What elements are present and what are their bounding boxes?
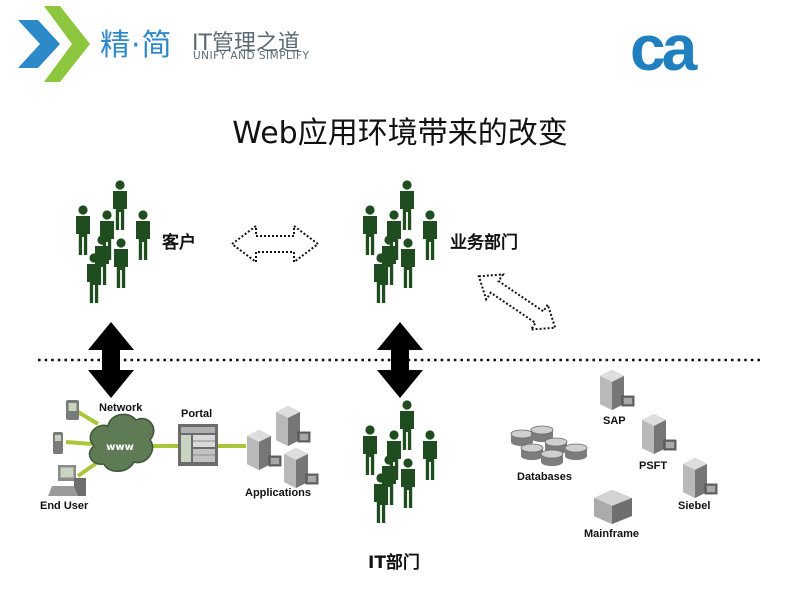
portal-label: Portal <box>181 408 213 420</box>
customers-label: 客户 <box>162 233 196 253</box>
sap-server-icon <box>599 369 635 411</box>
brand-tagline-cn: IT管理之道 <box>192 31 300 56</box>
databases-icon <box>510 425 588 467</box>
double-arrow-diagonal-icon <box>477 273 557 331</box>
psft-label: PSFT <box>639 460 668 472</box>
pda-icon <box>66 400 79 420</box>
phone-icon <box>53 432 63 454</box>
ca-logo: ca <box>628 12 708 84</box>
customers-people-icon <box>76 180 150 303</box>
it-people-icon <box>363 400 437 523</box>
applications-label: Applications <box>245 487 312 499</box>
psft-server-icon <box>641 413 677 455</box>
it-dept-label: IT部门 <box>368 553 420 573</box>
brand-tagline-en: UNIFY AND SIMPLIFY <box>193 50 310 62</box>
page-title: Web应用环境带来的改变 <box>232 116 568 151</box>
business-people-icon <box>363 180 437 303</box>
mainframe-icon <box>594 490 632 524</box>
portal-window-icon <box>178 424 218 466</box>
siebel-label: Siebel <box>678 500 711 512</box>
brand-chinese-name: 精·简 <box>100 28 173 63</box>
svg-text:www: www <box>106 442 134 453</box>
chevron-logo-icon <box>18 6 90 82</box>
siebel-server-icon <box>682 457 718 499</box>
mainframe-label: Mainframe <box>584 528 640 540</box>
ca-logo-icon: ca <box>630 12 702 84</box>
internet-cloud-icon: www <box>88 413 155 472</box>
databases-label: Databases <box>517 471 573 483</box>
network-label: Network <box>99 402 143 414</box>
double-arrow-vertical-center-icon <box>377 322 423 398</box>
double-arrow-vertical-left-icon <box>88 322 134 398</box>
business-dept-label: 业务部门 <box>450 233 518 253</box>
end-user-label: End User <box>40 500 89 512</box>
brand-logo: 精·简 IT管理之道 UNIFY AND SIMPLIFY <box>0 0 320 90</box>
double-arrow-horizontal-icon <box>230 224 320 264</box>
application-servers-icon <box>246 405 319 489</box>
svg-text:ca: ca <box>630 12 698 84</box>
sap-label: SAP <box>603 415 626 427</box>
desktop-computer-icon <box>48 465 86 496</box>
